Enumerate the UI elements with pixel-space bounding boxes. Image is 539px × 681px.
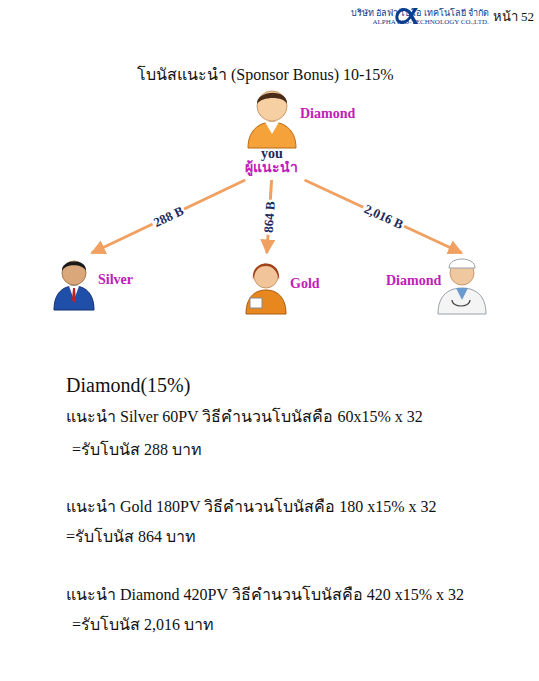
rank-label: Silver [98,272,133,288]
section-heading: Diamond(15%) [66,374,190,397]
calc-line: แนะนำ Gold 180PV วิธีคำนวนโบนัสคือ 180 x… [66,494,437,519]
person-diamond [438,259,486,314]
result-line: =รับโบนัส 288 บาท [72,437,202,462]
bonus-amount: 864 B [262,199,278,235]
calc-line: แนะนำ Silver 60PV วิธีคำนวนโบนัสคือ 60x1… [66,404,423,429]
diagram-title: โบนัสแนะนำ (Sponsor Bonus) 10-15% [137,62,394,87]
you-label: you [261,146,283,162]
person-you [248,91,296,148]
company-name-english: ALPHA BIO-TECHNOLOGY CO.,LTD. [372,18,488,26]
calc-line: แนะนำ Diamond 420PV วิธีคำนวนโบนัสคือ 42… [66,582,464,607]
person-gold [246,264,286,315]
rank-label: Diamond [386,273,441,289]
sponsor-label: ผู้แนะนำ [245,160,298,176]
sponsor-arrow [92,180,246,253]
company-name-thai: บริษัท อัลฟ่า ไบโอ เทคโนโลยี จำกัด [351,6,489,20]
person-silver [54,261,94,310]
sponsor-arrow [305,180,462,253]
bonus-amount: 288 B [150,203,188,231]
result-line: =รับโบนัส 864 บาท [66,524,196,549]
rank-label: Gold [290,276,320,292]
person-node: Diamond [384,256,492,316]
page-number: หน้า 52 [493,6,534,27]
result-line: =รับโบนัส 2,016 บาท [72,612,214,637]
bonus-amount: 2,016 B [360,201,407,233]
person-node: Gold [240,256,324,316]
person-node: Diamond youผู้แนะนำ [232,84,364,178]
person-node: Silver [48,256,152,314]
rank-label: Diamond [300,106,355,122]
